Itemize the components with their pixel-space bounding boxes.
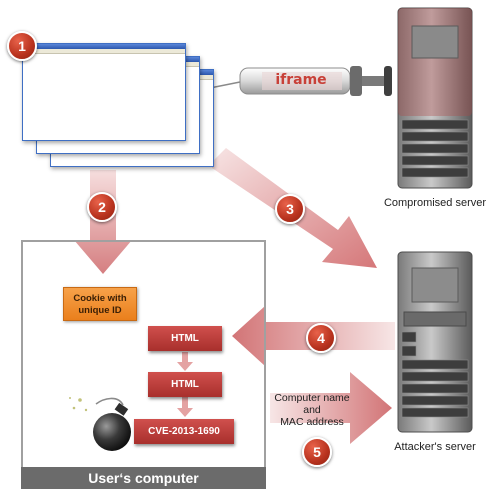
syringe-icon (199, 66, 392, 96)
arrow-2-down (74, 170, 132, 274)
users-computer-panel (21, 240, 266, 488)
browser-window-icon (22, 43, 186, 141)
iframe-label: iframe (275, 72, 327, 88)
computer-name-text: Computer name (274, 392, 350, 404)
cookie-line-1: Cookie with (73, 293, 127, 304)
arrow-html-2-to-cve (177, 397, 193, 417)
step-badge-4: 4 (306, 323, 336, 353)
users-computer-label: User‘s computer (21, 467, 266, 489)
attackers-server-label: Attacker's server (394, 441, 476, 453)
html-box-1: HTML (148, 326, 222, 351)
cve-box: CVE-2013-1690 (134, 419, 234, 444)
cookie-box: Cookie with unique ID (63, 287, 137, 321)
cookie-line-2: unique ID (78, 305, 122, 316)
arrow-5-right (270, 372, 392, 444)
html-box-2: HTML (148, 372, 222, 397)
step-badge-5: 5 (302, 437, 332, 467)
step-badge-2: 2 (87, 192, 117, 222)
mac-address-text: MAC address (280, 416, 344, 428)
step-badge-1: 1 (7, 31, 37, 61)
exfiltrated-data-label: Computer name and MAC address (268, 392, 356, 428)
bomb-icon (69, 397, 131, 451)
compromised-server-label: Compromised server (383, 197, 487, 209)
attackers-server-icon (397, 251, 473, 433)
step-badge-3: 3 (275, 194, 305, 224)
compromised-server-icon (397, 7, 473, 189)
and-text: and (303, 404, 321, 416)
arrow-html-1-to-2 (177, 352, 193, 371)
